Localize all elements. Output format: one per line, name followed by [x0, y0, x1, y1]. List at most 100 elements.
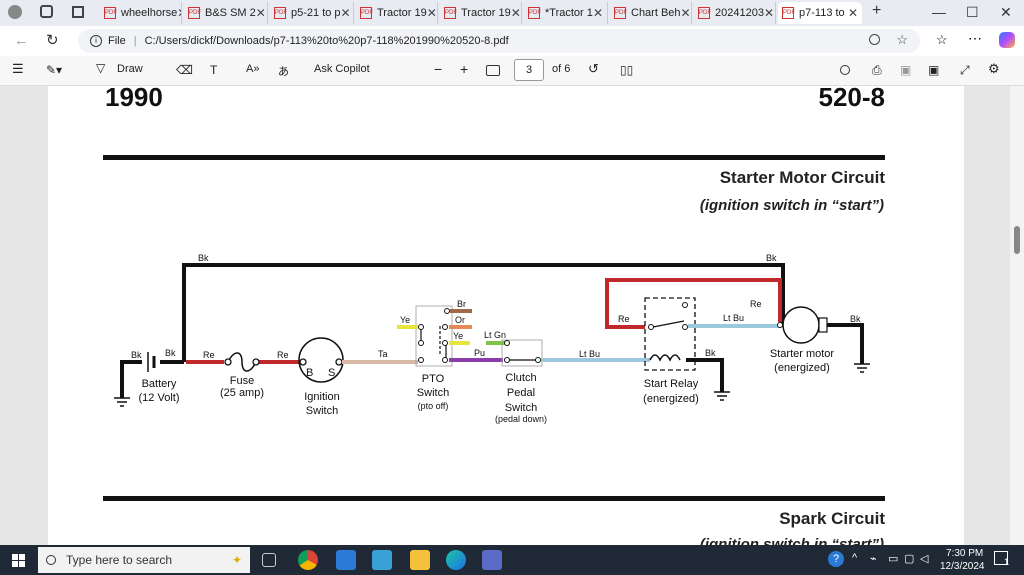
volume-icon[interactable]: ◁ [920, 553, 929, 565]
read-aloud-icon[interactable]: A» [246, 63, 260, 75]
close-tab-icon[interactable]: ✕ [763, 6, 775, 20]
workspaces-icon[interactable] [40, 5, 53, 18]
close-tab-icon[interactable]: ✕ [426, 6, 437, 20]
clock-date[interactable]: 12/3/2024 [940, 561, 985, 572]
print-icon[interactable]: ⎙ [872, 63, 882, 77]
fit-page-icon[interactable] [486, 65, 500, 76]
tab-label: B&S SM 2 [205, 7, 256, 19]
favorites-icon[interactable]: ☆ [936, 32, 948, 47]
refresh-icon[interactable]: ↻ [46, 32, 59, 49]
browser-tab[interactable]: PDF*Tractor 1✕ [524, 2, 608, 24]
bk-top-wire [182, 263, 785, 362]
notification-icon[interactable] [994, 551, 1008, 565]
zoom-in-button[interactable]: + [460, 61, 469, 77]
draw-icon[interactable]: ▽ [96, 61, 106, 75]
close-tab-icon[interactable]: ✕ [592, 6, 603, 20]
help-icon[interactable]: ? [828, 551, 844, 567]
vertical-scrollbar[interactable] [1010, 86, 1024, 545]
red-wires [186, 278, 782, 364]
tab-actions-icon[interactable] [72, 6, 84, 18]
mail-icon[interactable] [336, 550, 356, 570]
erase-icon[interactable]: ⌫ [176, 63, 193, 77]
zoom-out-button[interactable]: − [434, 61, 443, 77]
back-icon[interactable]: ← [14, 32, 29, 49]
wire-label-br: Br [457, 299, 466, 309]
close-tab-icon[interactable]: ✕ [340, 6, 351, 20]
section-divider [103, 155, 885, 160]
section-divider [103, 496, 885, 501]
translate-icon[interactable]: あ [278, 66, 289, 78]
tray-chevron-icon[interactable]: ^ [852, 552, 858, 564]
page-number-input[interactable]: 3 [514, 59, 544, 81]
minimize-button[interactable]: — [932, 4, 946, 20]
text-icon[interactable]: T [210, 63, 218, 77]
close-tab-icon[interactable]: ✕ [680, 6, 691, 20]
copilot-icon[interactable] [999, 32, 1015, 48]
windows-start-icon[interactable] [12, 554, 25, 567]
task-view-icon[interactable] [262, 553, 276, 567]
clock-time[interactable]: 7:30 PM [946, 548, 984, 559]
save-icon[interactable]: ▣ [900, 63, 912, 77]
rotate-icon[interactable]: ↺ [588, 61, 599, 76]
save-as-icon[interactable]: ▣ [928, 63, 940, 77]
ask-copilot-button[interactable]: Ask Copilot [314, 63, 370, 75]
pdf-file-icon: PDF [188, 7, 201, 19]
display-icon[interactable]: ▢ [904, 553, 915, 565]
favorite-star-icon[interactable]: ☆ [896, 32, 908, 47]
url-text[interactable]: C:/Users/dickf/Downloads/p7-113%20to%20p… [144, 35, 509, 47]
calculator-icon[interactable] [482, 550, 502, 570]
contents-icon[interactable]: ☰ [12, 61, 24, 76]
new-tab-button[interactable]: + [872, 2, 882, 19]
close-tab-icon[interactable]: ✕ [177, 6, 181, 20]
battery-sublabel: (12 Volt) [139, 392, 180, 404]
browser-tab[interactable]: PDF B&S SM 2✕ [184, 2, 268, 24]
battery-icon[interactable]: ▭ [888, 553, 899, 565]
close-tab-icon[interactable]: ✕ [847, 6, 858, 20]
wire-label-bk: Bk [766, 253, 777, 263]
edge-icon[interactable] [446, 550, 466, 570]
network-icon[interactable]: ⌁ [870, 553, 877, 565]
taskbar-search[interactable]: Type here to search ✦ [38, 547, 250, 573]
draw-button[interactable]: Draw [117, 63, 143, 75]
address-bar-row: ← ↻ i File | C:/Users/dickf/Downloads/p7… [0, 26, 1024, 56]
close-window-button[interactable]: ✕ [1000, 4, 1012, 20]
scrollbar-thumb[interactable] [1014, 226, 1020, 254]
pdf-page: 1990 520-8 Starter Motor Circuit (igniti… [48, 86, 964, 545]
profile-icon[interactable] [8, 5, 22, 19]
close-tab-icon[interactable]: ✕ [510, 6, 521, 20]
pto-sublabel: (pto off) [418, 401, 449, 411]
wire-label-ye: Ye [400, 315, 410, 325]
battery-label: Battery [142, 378, 177, 390]
re-relay-motor-wire [605, 278, 782, 329]
page-view-icon[interactable]: ▯▯ [620, 63, 634, 77]
search-icon[interactable] [840, 65, 850, 75]
wire-label-bk: Bk [165, 348, 176, 358]
wire-label-ye: Ye [453, 331, 463, 341]
highlight-icon[interactable]: ✎▾ [46, 63, 63, 77]
wire-label-lt-bu: Lt Bu [579, 349, 600, 359]
motor-sublabel: (energized) [774, 362, 830, 374]
wire-label-bk: Bk [850, 314, 861, 324]
bk-relay-ground-wire [686, 358, 724, 392]
info-icon[interactable]: i [90, 35, 102, 47]
motor-label: Starter motor [770, 348, 835, 360]
pdf-viewer[interactable]: 1990 520-8 Starter Motor Circuit (igniti… [0, 86, 1024, 545]
settings-gear-icon[interactable]: ⚙ [988, 61, 1000, 76]
chrome-icon[interactable] [298, 550, 318, 570]
more-menu-icon[interactable]: ⋯ [968, 30, 982, 46]
fullscreen-icon[interactable]: ⤢ [960, 63, 970, 77]
close-tab-icon[interactable]: ✕ [255, 6, 266, 20]
file-explorer-icon[interactable] [410, 550, 430, 570]
maximize-button[interactable]: ☐ [966, 4, 979, 20]
mcafee-icon[interactable] [372, 550, 392, 570]
zoom-icon[interactable] [869, 34, 880, 45]
wire-label-lt-gn: Lt Gn [484, 330, 506, 340]
address-bar[interactable]: i File | C:/Users/dickf/Downloads/p7-113… [78, 29, 920, 53]
